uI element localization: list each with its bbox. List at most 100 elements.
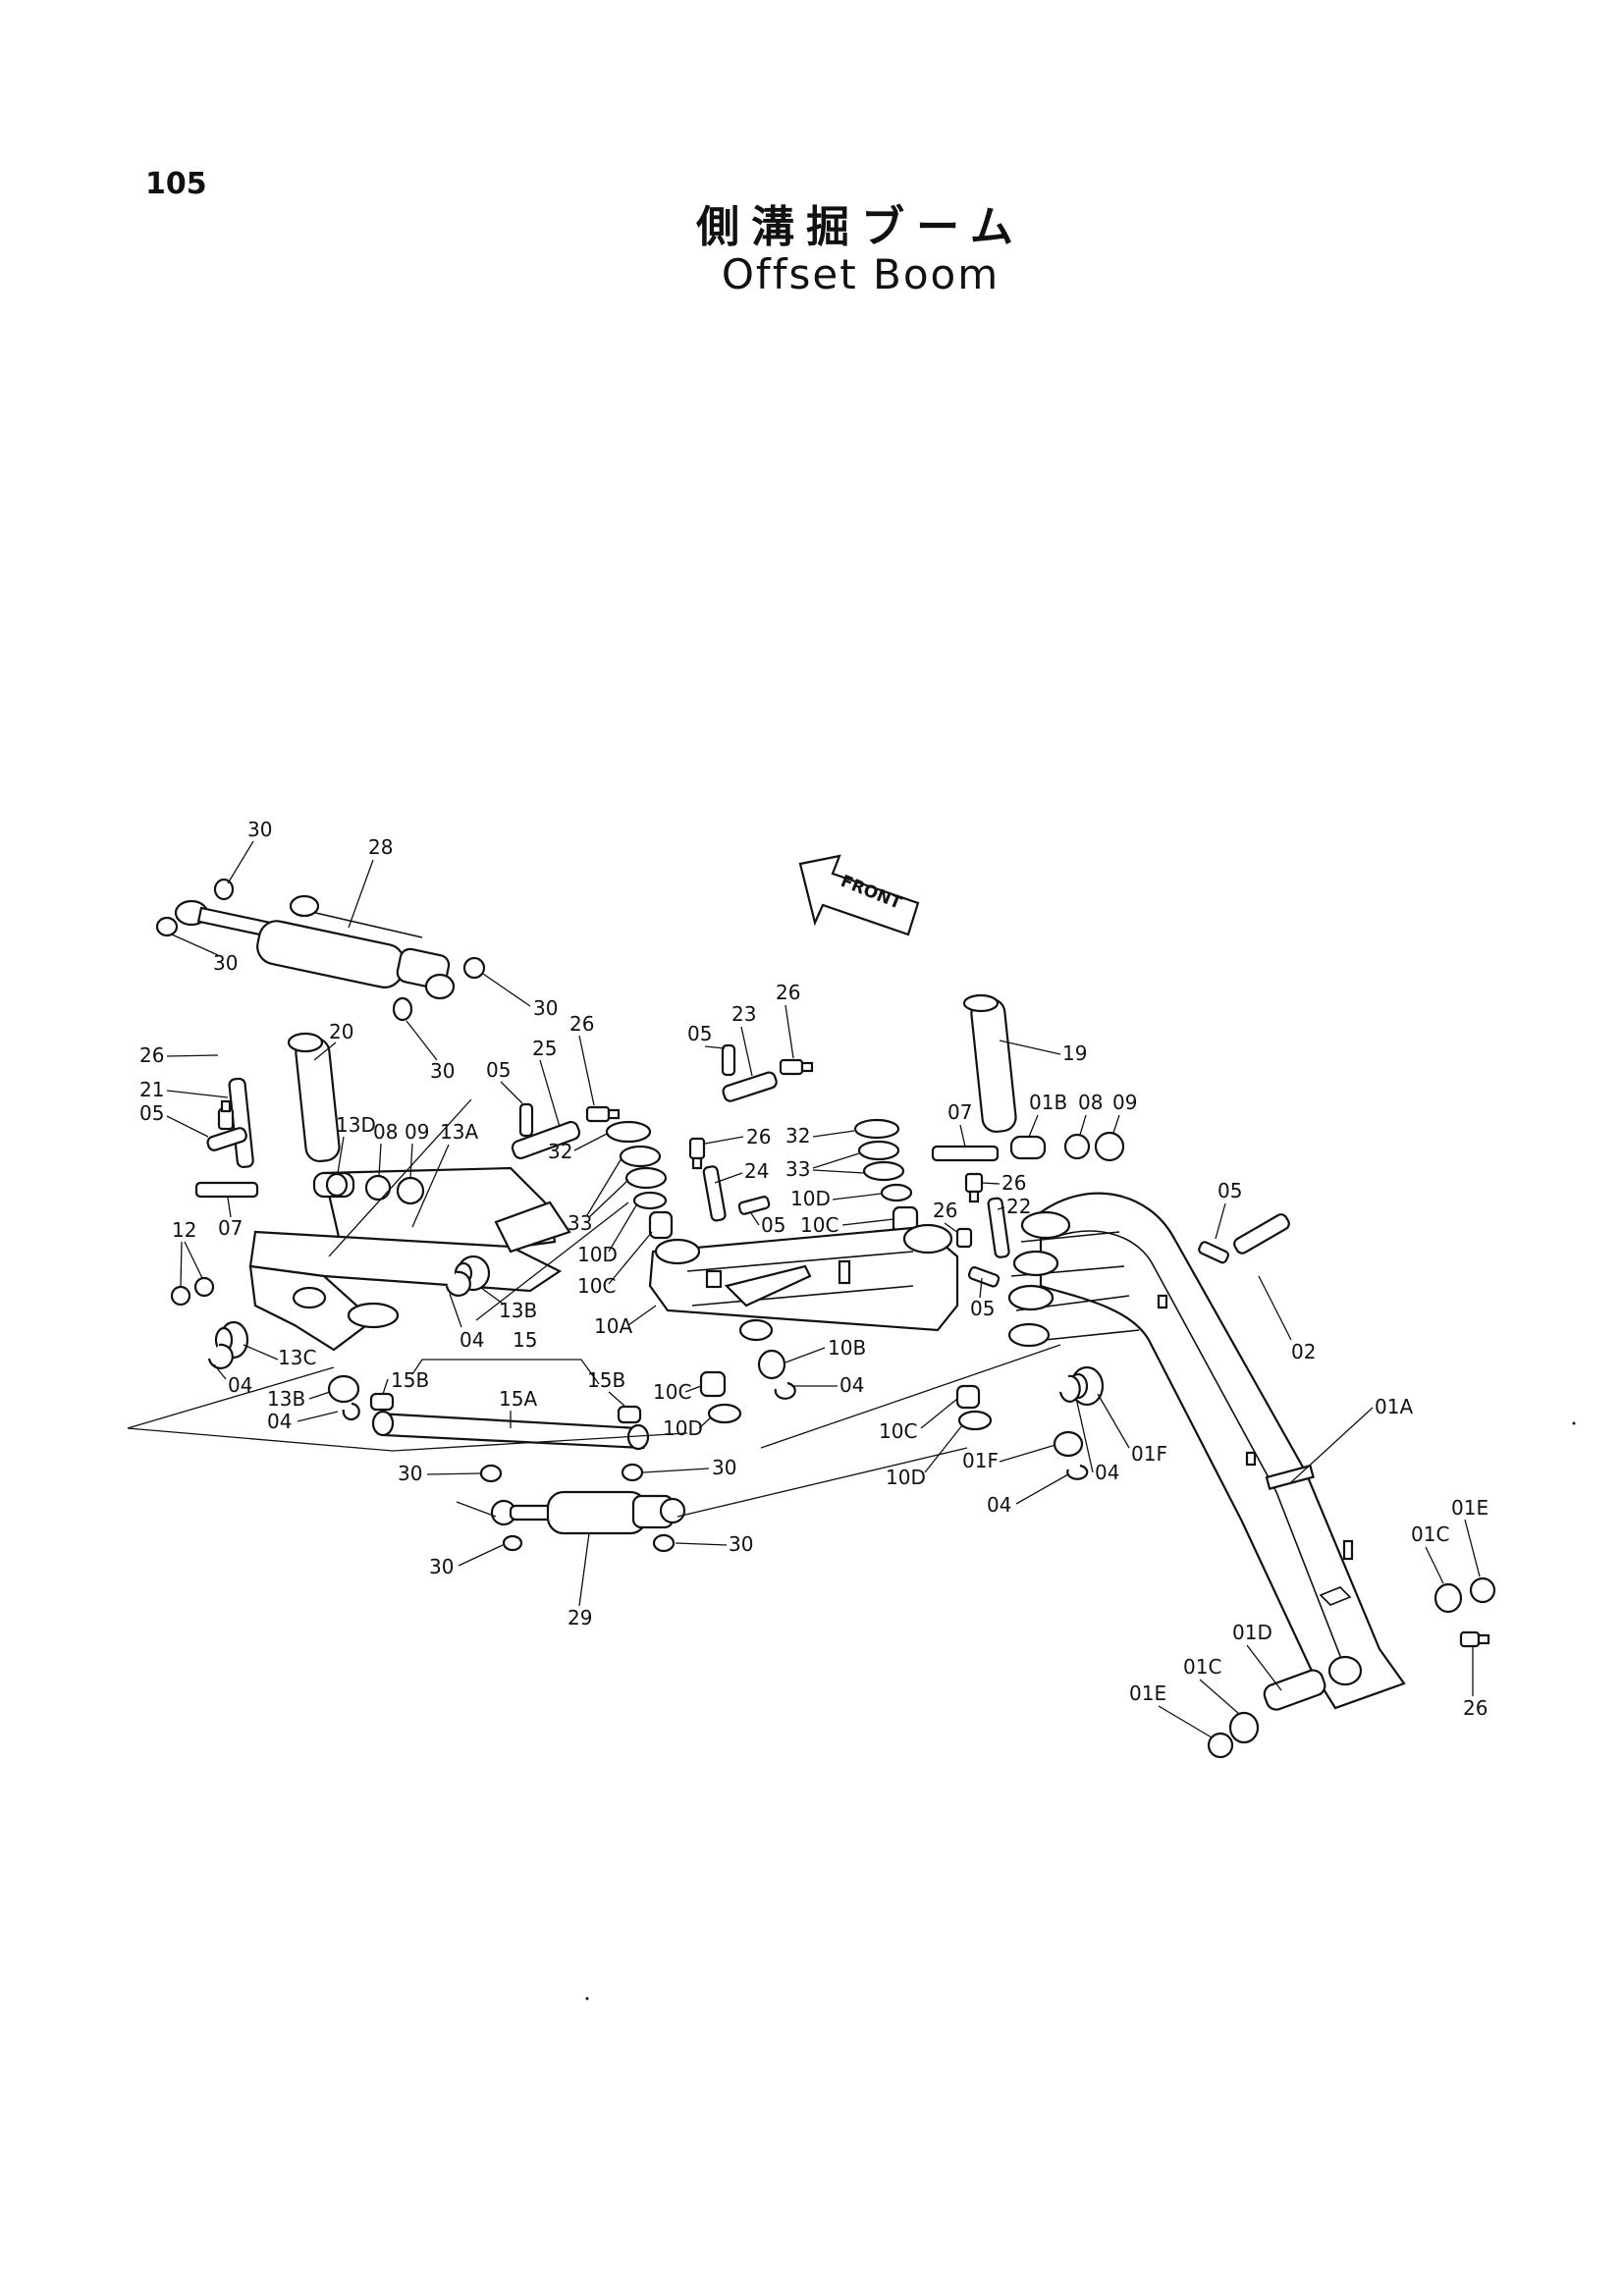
callout-05-d: 05 — [761, 1213, 785, 1237]
callout-02: 02 — [1291, 1340, 1316, 1363]
callout-30-right: 30 — [533, 996, 558, 1020]
washer-30-e — [479, 1464, 503, 1483]
callout-24: 24 — [744, 1159, 769, 1183]
washer-30-right — [462, 956, 486, 980]
main-boom-01A — [1007, 1192, 1406, 1710]
callout-01F-b: 01F — [1131, 1442, 1167, 1466]
callout-29: 29 — [568, 1606, 592, 1629]
nut-01E-upper — [1469, 1576, 1496, 1604]
washer-33-right-a — [857, 1140, 900, 1161]
pin-05-left — [206, 1127, 247, 1151]
callout-10D-d: 10D — [886, 1466, 926, 1489]
callout-30-lower: 30 — [430, 1059, 455, 1083]
bushing-13B-lower — [327, 1374, 360, 1404]
callout-01B: 01B — [1029, 1091, 1067, 1114]
page-title: Offset Boom — [721, 250, 1001, 298]
washer-30-top — [213, 878, 235, 901]
callout-30-g: 30 — [429, 1555, 454, 1578]
snap-ring-04-e — [1058, 1374, 1081, 1403]
grease-fitting-26-g — [1459, 1630, 1490, 1648]
grease-fitting-26-left — [217, 1099, 235, 1131]
callout-01D: 01D — [1232, 1621, 1272, 1644]
callout-32-b: 32 — [785, 1124, 810, 1148]
callout-10D-b: 10D — [790, 1187, 831, 1210]
snap-ring-04-c — [342, 1402, 360, 1421]
washer-30-g — [502, 1534, 523, 1552]
pin-23 — [722, 1071, 778, 1102]
callout-05-f: 05 — [1217, 1179, 1242, 1202]
pin-24 — [702, 1165, 727, 1222]
callout-01A: 01A — [1375, 1395, 1413, 1418]
nut-08-left — [364, 1174, 392, 1201]
grease-fitting-26-b — [585, 1105, 621, 1123]
callout-13B-b: 13B — [267, 1387, 305, 1411]
callout-01C-b: 01C — [1183, 1655, 1221, 1679]
callout-04-a: 04 — [460, 1328, 484, 1352]
callout-13A: 13A — [440, 1120, 478, 1144]
pin-22 — [987, 1197, 1010, 1258]
bushing-01C-upper — [1434, 1582, 1463, 1614]
bushing-01F-left — [1053, 1430, 1084, 1458]
callout-32-a: 32 — [548, 1140, 572, 1163]
callout-20: 20 — [329, 1020, 353, 1043]
pin-05-mid-left — [518, 1102, 534, 1138]
bushing-13D — [312, 1171, 355, 1199]
callout-25: 25 — [532, 1037, 557, 1060]
callout-04-c: 04 — [267, 1410, 292, 1433]
callout-10C-b: 10C — [800, 1213, 839, 1237]
callout-01C-a: 01C — [1411, 1522, 1449, 1546]
callout-26-c: 26 — [776, 981, 800, 1004]
washer-30-lower — [392, 996, 413, 1022]
pin-01D — [1263, 1669, 1326, 1711]
callout-30-h: 30 — [729, 1532, 753, 1556]
pin-19 — [962, 993, 1017, 1133]
snap-ring-04-b — [207, 1343, 234, 1369]
pin-05-mid-right — [737, 1196, 771, 1215]
callout-08-b: 08 — [1078, 1091, 1103, 1114]
page-number: 105 — [145, 167, 207, 201]
callout-07-a: 07 — [218, 1216, 243, 1240]
callout-09-b: 09 — [1112, 1091, 1137, 1114]
pin-25 — [511, 1120, 581, 1160]
bolt-07-right — [931, 1145, 1000, 1162]
callout-09-a: 09 — [405, 1120, 429, 1144]
callout-04-e: 04 — [1095, 1461, 1119, 1484]
callout-08-a: 08 — [373, 1120, 398, 1144]
bushing-15B-right — [617, 1405, 642, 1424]
callout-10C-d: 10C — [879, 1419, 917, 1443]
callout-10A: 10A — [594, 1314, 632, 1338]
pin-05-right — [1198, 1241, 1229, 1264]
callout-15: 15 — [513, 1328, 537, 1352]
front-direction-arrow: FRONT — [798, 854, 920, 936]
washer-33-left-a — [619, 1145, 662, 1168]
callout-13B-a: 13B — [499, 1299, 537, 1322]
washer-30-h — [652, 1533, 676, 1553]
nut-08-right — [1063, 1133, 1091, 1160]
callout-26-b: 26 — [569, 1012, 594, 1036]
washer-32-right — [853, 1118, 900, 1140]
callout-10B: 10B — [828, 1336, 866, 1360]
callout-26-f: 26 — [933, 1199, 957, 1222]
cylinder-29 — [490, 1490, 686, 1535]
callout-19: 19 — [1062, 1041, 1087, 1065]
scan-dot — [585, 1997, 589, 2001]
grease-fitting-26-f — [955, 1227, 973, 1249]
callout-15B-b: 15B — [587, 1368, 625, 1392]
callout-28: 28 — [368, 835, 393, 859]
callout-13D: 13D — [336, 1113, 376, 1137]
callout-13C: 13C — [278, 1346, 316, 1369]
callout-12: 12 — [172, 1218, 196, 1242]
bushing-10C-lower-left — [699, 1370, 727, 1398]
callout-30-top: 30 — [247, 818, 272, 841]
callout-33-a: 33 — [568, 1211, 592, 1235]
callout-10C-c: 10C — [653, 1380, 691, 1404]
callout-01E-a: 01E — [1451, 1496, 1488, 1520]
page-title-japanese: 側溝掘ブーム — [696, 202, 1025, 252]
callout-01E-b: 01E — [1129, 1682, 1166, 1705]
callout-04-b: 04 — [228, 1373, 252, 1397]
washer-30-f — [621, 1463, 644, 1482]
callout-26-d: 26 — [746, 1125, 771, 1148]
callout-30-e: 30 — [398, 1462, 422, 1485]
callout-10D-a: 10D — [577, 1243, 618, 1266]
washer-30-left — [155, 916, 179, 937]
